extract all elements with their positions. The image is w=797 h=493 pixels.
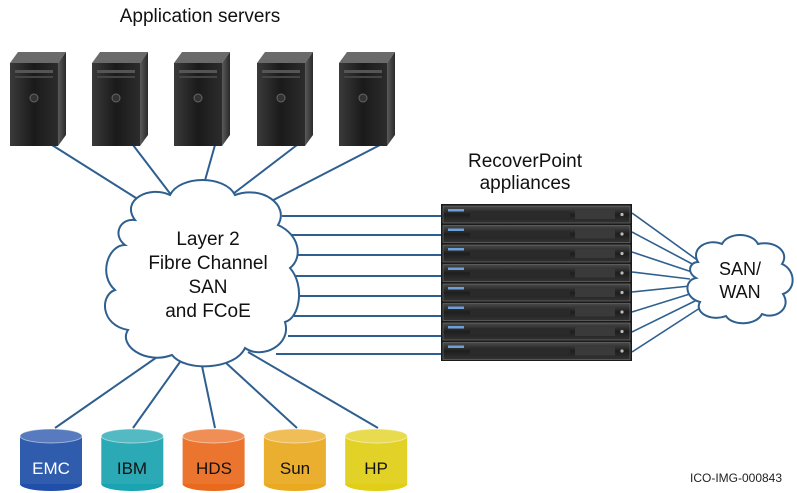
- wan-cloud-line-2: WAN: [719, 282, 761, 302]
- storage-cylinder-ibm: [100, 428, 164, 491]
- wan-cloud-label: SAN/ WAN: [700, 258, 780, 304]
- recoverpoint-label: RecoverPoint appliances: [445, 151, 605, 195]
- server-icon: [92, 52, 148, 146]
- appliance-unit: [442, 283, 631, 302]
- appliance-unit: [442, 244, 631, 263]
- appliance-unit: [442, 303, 631, 321]
- storage-cylinder-sun: [263, 428, 327, 491]
- san-cloud-line-1: Layer 2: [176, 229, 240, 250]
- san-cloud: [104, 179, 301, 368]
- storage-connections: [54, 351, 379, 429]
- san-cloud-line-3: SAN: [188, 277, 228, 298]
- disk-label-emc: EMC: [32, 459, 70, 478]
- disk-label-ibm: IBM: [116, 459, 148, 478]
- storage-cylinder-hds: [182, 428, 246, 491]
- san-cloud-line-2: Fibre Channel: [148, 253, 268, 274]
- server-icon: [257, 52, 313, 146]
- wan-connections: [631, 212, 704, 353]
- disk-label-hp: HP: [364, 459, 388, 478]
- storage-cylinder-hp: [344, 428, 408, 491]
- server-icon: [174, 52, 230, 146]
- wan-cloud: [686, 234, 794, 325]
- storage-arrays: [19, 428, 408, 491]
- wan-cloud-line-1: SAN/: [718, 259, 761, 279]
- disk-label-hds: HDS: [196, 459, 232, 478]
- san-cloud-line-4: and FCoE: [165, 301, 251, 322]
- recoverpoint-line-2: appliances: [479, 173, 571, 194]
- application-servers-label: Application servers: [119, 6, 281, 27]
- san-cloud-label: Layer 2 Fibre Channel SAN and FCoE: [118, 228, 298, 324]
- appliance-unit: [442, 322, 631, 341]
- storage-cylinder-emc: [19, 428, 83, 491]
- image-id-label: ICO-IMG-000843: [690, 471, 783, 485]
- appliance-unit: [442, 342, 631, 360]
- appliance-unit: [442, 225, 631, 243]
- recoverpoint-line-1: RecoverPoint: [467, 151, 583, 172]
- appliance-unit: [442, 205, 631, 224]
- server-icon: [339, 52, 395, 146]
- recoverpoint-rack: [441, 204, 632, 361]
- application-servers: [10, 52, 395, 146]
- server-icon: [10, 52, 66, 146]
- appliance-unit: [442, 264, 631, 282]
- disk-label-sun: Sun: [279, 459, 311, 478]
- appliance-connections: [276, 215, 441, 355]
